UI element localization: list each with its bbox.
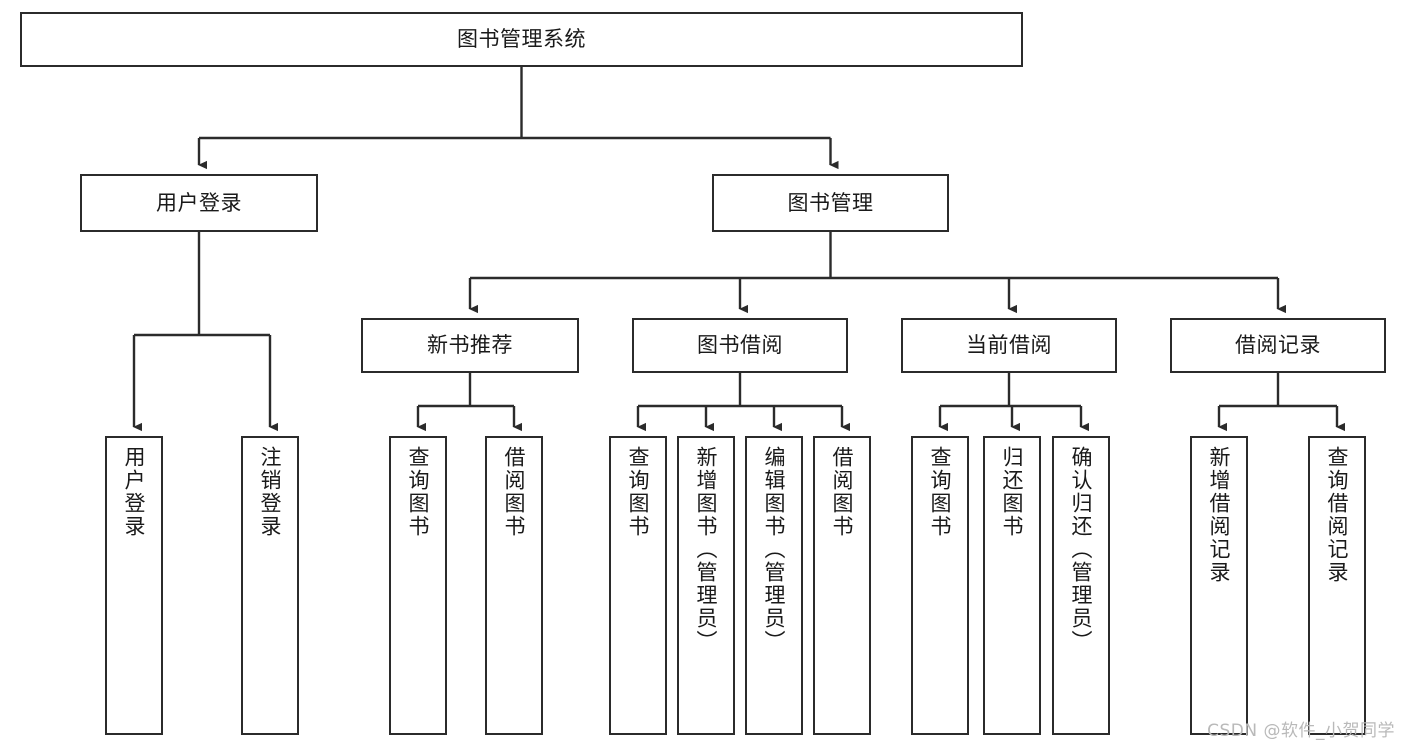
node-label-l1: 用户登录: [122, 446, 147, 538]
node-l8[interactable]: 借阅图书: [813, 436, 871, 735]
node-l3[interactable]: 查询图书: [389, 436, 447, 735]
node-label-l8: 借阅图书: [830, 446, 855, 538]
node-label-newrec: 新书推荐: [427, 333, 513, 358]
node-l4[interactable]: 借阅图书: [485, 436, 543, 735]
node-current[interactable]: 当前借阅: [901, 318, 1117, 373]
node-l2[interactable]: 注销登录: [241, 436, 299, 735]
node-label-login: 用户登录: [156, 190, 242, 215]
node-label-records: 借阅记录: [1235, 333, 1321, 358]
node-label-l10: 归还图书: [1000, 446, 1025, 538]
node-l9[interactable]: 查询图书: [911, 436, 969, 735]
node-l12[interactable]: 新增借阅记录: [1190, 436, 1248, 735]
node-label-l12: 新增借阅记录: [1207, 446, 1232, 584]
edge-group: [132, 67, 1345, 432]
node-l7[interactable]: 编辑图书（管理员）: [745, 436, 803, 735]
node-l10[interactable]: 归还图书: [983, 436, 1041, 735]
node-bookmgmt[interactable]: 图书管理: [712, 174, 949, 232]
node-label-l3: 查询图书: [406, 446, 431, 538]
node-label-l13: 查询借阅记录: [1325, 446, 1350, 584]
node-login[interactable]: 用户登录: [80, 174, 318, 232]
watermark-label: CSDN @软件_小贺同学: [1207, 721, 1395, 741]
node-label-l5: 查询图书: [626, 446, 651, 538]
node-label-l11: 确认归还（管理员）: [1069, 446, 1094, 653]
node-l5[interactable]: 查询图书: [609, 436, 667, 735]
node-root[interactable]: 图书管理系统: [20, 12, 1023, 67]
node-l13[interactable]: 查询借阅记录: [1308, 436, 1366, 735]
node-l6[interactable]: 新增图书（管理员）: [677, 436, 735, 735]
node-l1[interactable]: 用户登录: [105, 436, 163, 735]
node-label-l6: 新增图书（管理员）: [694, 446, 719, 653]
node-label-l9: 查询图书: [928, 446, 953, 538]
node-label-borrow: 图书借阅: [697, 333, 783, 358]
node-records[interactable]: 借阅记录: [1170, 318, 1386, 373]
node-newrec[interactable]: 新书推荐: [361, 318, 579, 373]
node-label-bookmgmt: 图书管理: [787, 190, 874, 215]
node-l11[interactable]: 确认归还（管理员）: [1052, 436, 1110, 735]
node-label-l4: 借阅图书: [502, 446, 527, 538]
node-label-l7: 编辑图书（管理员）: [762, 446, 787, 653]
node-label-root: 图书管理系统: [457, 27, 586, 52]
node-label-l2: 注销登录: [258, 446, 283, 538]
node-borrow[interactable]: 图书借阅: [632, 318, 848, 373]
node-label-current: 当前借阅: [966, 333, 1052, 358]
